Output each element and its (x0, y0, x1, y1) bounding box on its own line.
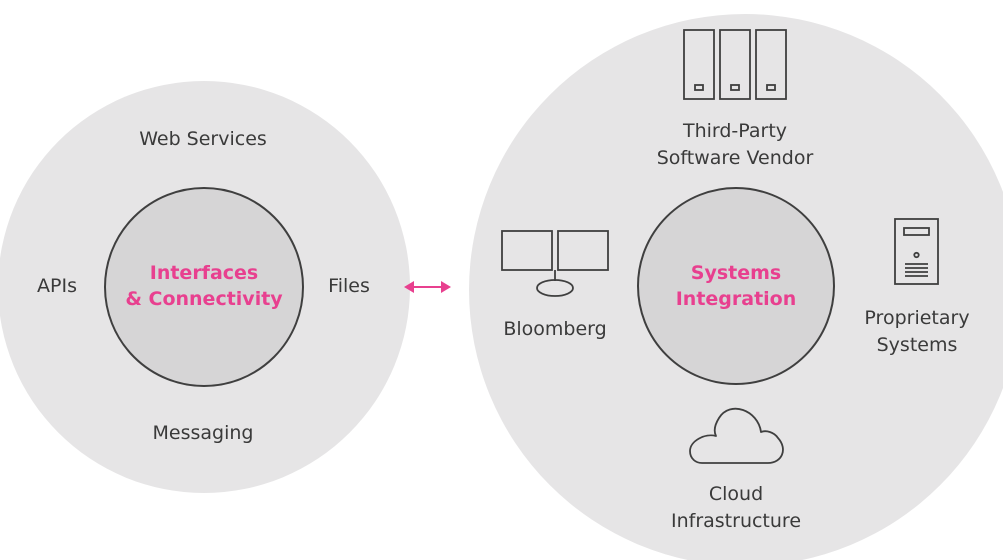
bloomberg-label: Bloomberg (503, 318, 607, 340)
dual-monitor-icon (501, 230, 609, 297)
apis-label: APIs (37, 275, 77, 297)
proprietary-label: Proprietary Systems (864, 305, 969, 359)
left-inner-circle (104, 187, 304, 387)
third-party-label: Third-Party Software Vendor (657, 118, 814, 172)
web-services-label: Web Services (139, 128, 267, 150)
third-party-label-line-2: Software Vendor (656, 147, 814, 169)
left-center-label-line-2: & Connectivity (125, 288, 283, 310)
cloud-label-line-2: Infrastructure (670, 510, 802, 532)
double-headed-arrow-icon (404, 281, 451, 293)
right-center-label-line-2: Integration (675, 288, 797, 310)
right-center-label-line-1: Systems (690, 262, 782, 284)
third-party-label-line-1: Third-Party (682, 120, 788, 142)
cloud-label-line-1: Cloud (708, 483, 764, 505)
server-tower-icon (894, 218, 939, 285)
right-center-label: Systems Integration (676, 260, 797, 312)
server-racks-icon (683, 29, 787, 100)
cloud-label: Cloud Infrastructure (671, 481, 801, 535)
proprietary-label-line-2: Systems (876, 334, 958, 356)
messaging-label: Messaging (152, 422, 254, 444)
left-center-label-line-1: Interfaces (149, 262, 259, 284)
files-label: Files (328, 275, 370, 297)
left-center-label: Interfaces & Connectivity (125, 260, 282, 312)
proprietary-label-line-1: Proprietary (864, 307, 970, 329)
right-inner-circle (637, 187, 835, 385)
cloud-icon (689, 407, 784, 464)
